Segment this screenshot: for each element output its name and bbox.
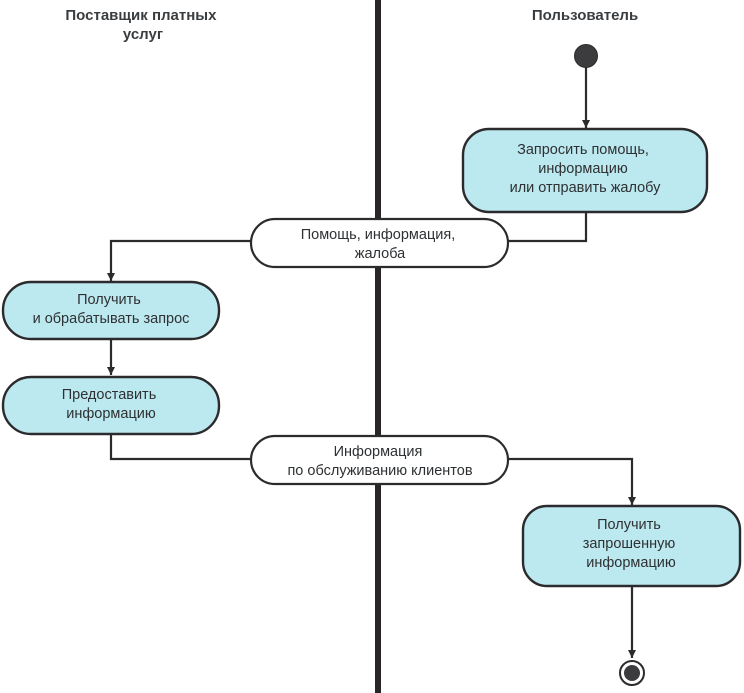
action-receive-process-label: Получить и обрабатывать запрос bbox=[33, 292, 190, 327]
object-customer-info: Информация по обслуживанию клиентов bbox=[249, 434, 510, 486]
object-help-request: Помощь, информация, жалоба bbox=[249, 217, 510, 269]
action-provide-info-line-1: Предоставить bbox=[62, 387, 157, 403]
action-receive-info-line-2: запрошенную bbox=[583, 536, 676, 552]
action-receive-info-line-1: Получить bbox=[597, 517, 661, 533]
flow-request-to-help-object bbox=[508, 212, 588, 243]
action-receive-process-line-2: и обрабатывать запрос bbox=[33, 311, 190, 327]
flow-info-object-to-receive-info bbox=[508, 457, 636, 505]
final-node-icon bbox=[619, 660, 645, 686]
lane-title-provider-line-2: услуг bbox=[123, 26, 163, 43]
object-help-request-line-2: жалоба bbox=[355, 246, 406, 262]
flow-help-object-to-receive bbox=[107, 239, 251, 281]
action-provide-info: Предоставить информацию bbox=[1, 375, 221, 436]
object-customer-info-line-1: Информация bbox=[334, 444, 423, 460]
action-receive-process: Получить и обрабатывать запрос bbox=[1, 280, 221, 341]
lane-title-user: Пользователь bbox=[532, 7, 638, 24]
action-receive-process-box bbox=[1, 280, 221, 341]
control-flows bbox=[107, 66, 636, 658]
action-request-help-line-1: Запросить помощь, bbox=[517, 142, 649, 158]
object-help-request-box bbox=[249, 217, 510, 269]
object-help-request-label: Помощь, информация, жалоба bbox=[301, 227, 460, 262]
action-provide-info-line-2: информацию bbox=[66, 406, 156, 422]
action-request-help: Запросить помощь, информацию или отправи… bbox=[461, 127, 709, 214]
action-receive-info: Получить запрошенную информацию bbox=[521, 504, 742, 588]
action-receive-info-line-3: информацию bbox=[586, 555, 676, 571]
action-provide-info-box bbox=[1, 375, 221, 436]
action-provide-info-label: Предоставить информацию bbox=[62, 387, 161, 422]
object-customer-info-box bbox=[249, 434, 510, 486]
object-help-request-line-1: Помощь, информация, bbox=[301, 227, 456, 243]
action-request-help-line-3: или отправить жалобу bbox=[510, 180, 662, 196]
action-receive-info-label: Получить запрошенную информацию bbox=[583, 517, 680, 571]
lane-title-provider-line-1: Поставщик платных bbox=[65, 7, 217, 24]
lane-title-user-line-1: Пользователь bbox=[532, 7, 638, 24]
initial-node-icon bbox=[574, 44, 598, 68]
action-receive-info-box bbox=[521, 504, 742, 588]
object-customer-info-line-2: по обслуживанию клиентов bbox=[287, 463, 472, 479]
final-node-core bbox=[624, 665, 640, 681]
action-request-help-label: Запросить помощь, информацию или отправи… bbox=[510, 142, 662, 196]
action-request-help-line-2: информацию bbox=[538, 161, 628, 177]
flow-provide-to-info-object bbox=[109, 434, 251, 461]
lane-title-provider: Поставщик платных услуг bbox=[65, 7, 220, 43]
object-customer-info-label: Информация по обслуживанию клиентов bbox=[287, 444, 472, 479]
action-receive-process-line-1: Получить bbox=[77, 292, 141, 308]
action-request-help-box bbox=[461, 127, 709, 214]
